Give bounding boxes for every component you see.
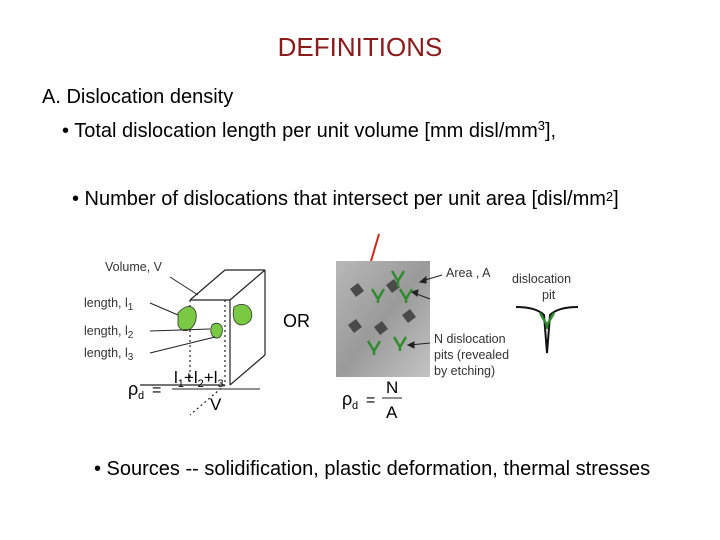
dislocation-loop-1 (177, 306, 197, 332)
pit-dislocation-symbol (538, 312, 556, 329)
n-label-line3: by etching) (434, 364, 495, 378)
length-label-3: length, l3 (84, 346, 134, 363)
equals-sign: = (152, 382, 161, 399)
dislocation-cube-figure: Volume, V length, l1 length, l2 length, … (84, 260, 266, 416)
rho-subscript: d (352, 400, 358, 412)
superscript: 3 (537, 118, 545, 133)
cube-denominator: V (210, 395, 222, 414)
equals-sign: = (366, 392, 375, 409)
superscript: 2 (605, 189, 614, 204)
pit-label-line2: pit (542, 288, 556, 302)
pit-numerator: N (386, 378, 398, 397)
length-label-2: length, l2 (84, 324, 134, 341)
micrograph (336, 261, 430, 377)
section-heading: A. Dislocation density (42, 86, 234, 108)
etch-pit-figure: Area , A dislocation pit N dislocation p… (336, 261, 579, 422)
bullet-intersect-area: • Number of dislocations that intersect … (72, 185, 652, 213)
n-label-line1: N dislocation (434, 332, 506, 346)
length-label-1: length, l1 (84, 296, 134, 313)
bullet-sources: • Sources -- solidification, plastic def… (94, 458, 651, 480)
rho-symbol: ρ (342, 389, 352, 409)
bullet-line-length: • Total dislocation length per unit volu… (62, 118, 557, 143)
bullet-tail: ], (544, 120, 557, 142)
bullet-text: • Total dislocation length per unit volu… (62, 120, 538, 142)
cube-numerator: l1+l2+l3 (174, 368, 224, 390)
dislocation-loop-3 (210, 322, 223, 339)
or-label: OR (283, 311, 310, 331)
pit-profile (515, 306, 579, 354)
pit-label-line1: dislocation (512, 272, 571, 286)
dislocation-loop-2 (232, 304, 253, 326)
rho-subscript: d (138, 390, 144, 402)
area-label: Area , A (446, 266, 491, 280)
bullet-tail: ] (613, 188, 619, 210)
bullet-text: • Number of dislocations that intersect … (72, 188, 606, 210)
rho-symbol: ρ (128, 379, 138, 399)
n-label-line2: pits (revealed (434, 348, 509, 362)
slide-title: DEFINITIONS (277, 32, 443, 62)
volume-label: Volume, V (105, 260, 163, 274)
pit-denominator: A (386, 403, 398, 422)
